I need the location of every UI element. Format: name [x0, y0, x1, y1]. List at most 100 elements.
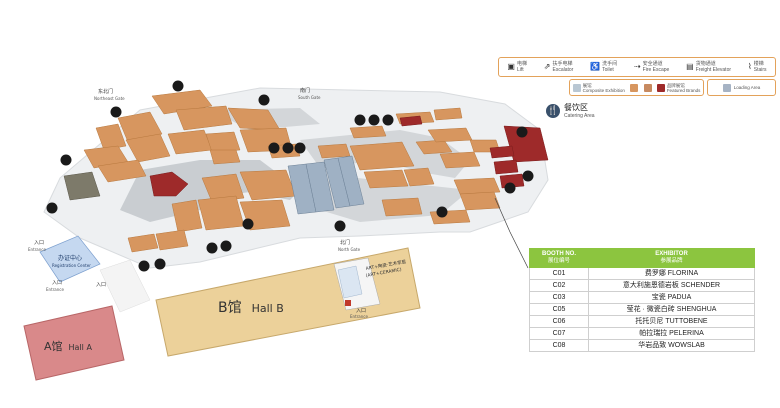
stairs-icon: ⌇	[747, 62, 752, 71]
swatch	[722, 83, 731, 92]
booth[interactable]	[95, 123, 127, 151]
booth[interactable]	[155, 229, 189, 251]
booth-cell: C07	[529, 327, 589, 340]
booth-featured[interactable]	[493, 159, 519, 175]
exhibitor-cell: 意大利施恩德岩板 SCHENDER	[588, 279, 755, 292]
legend-booth-b	[643, 83, 652, 92]
booth[interactable]	[205, 131, 241, 153]
booth[interactable]	[175, 105, 233, 131]
stairs-icon	[258, 94, 270, 106]
facility-icons	[46, 80, 534, 272]
header-booth: BOOTH NO.展位编号	[529, 248, 589, 268]
toilet-icon	[294, 142, 306, 154]
booth-composite[interactable]	[337, 155, 365, 207]
booth-featured[interactable]	[149, 171, 189, 197]
escalator-icon: ⇗	[543, 62, 551, 71]
freight-elevator-icon	[242, 218, 254, 230]
hall-a-block[interactable]	[23, 305, 125, 381]
booth[interactable]	[427, 127, 473, 143]
legend-label: 楼梯	[753, 61, 764, 67]
booth[interactable]	[349, 125, 387, 139]
registration-center-area[interactable]	[39, 235, 101, 283]
header-exhibitor-en: EXHIBITOR	[655, 251, 688, 257]
legend-label: 品牌展馆	[666, 82, 685, 88]
booth[interactable]	[349, 141, 415, 171]
booth[interactable]	[459, 191, 501, 211]
toilet-icon: ♿	[590, 62, 601, 71]
booth[interactable]	[439, 151, 481, 169]
stairs-icon	[436, 206, 448, 218]
entrance-label: 入口	[34, 240, 44, 246]
exhibitor-cell: 华岩品致 WOWSLAB	[588, 339, 755, 352]
booth-cell: C01	[529, 267, 589, 280]
swatch	[572, 83, 581, 92]
entrance-label-en: Entrance	[46, 287, 64, 292]
booth-featured[interactable]	[399, 115, 423, 127]
corridor	[99, 259, 151, 313]
booth[interactable]	[433, 107, 463, 121]
entrance-label: 入口	[96, 282, 106, 288]
entrance-label: 入口	[356, 308, 366, 314]
toilet-icon	[516, 126, 528, 138]
entrance-label-en: Entrance	[28, 247, 46, 252]
toilet-icon	[46, 202, 58, 214]
booth[interactable]	[117, 111, 163, 143]
booth-featured[interactable]	[489, 145, 515, 159]
booth[interactable]	[171, 199, 203, 233]
booth[interactable]	[167, 129, 213, 155]
booth[interactable]	[97, 159, 147, 183]
booth[interactable]	[125, 133, 171, 163]
booth-composite[interactable]	[305, 161, 335, 213]
booth[interactable]	[317, 143, 351, 159]
stairs-icon	[138, 260, 150, 272]
swatch	[630, 83, 639, 92]
booth[interactable]	[127, 233, 159, 253]
header-exhibitor-cn: 参展品牌	[660, 258, 683, 264]
booth-special[interactable]	[63, 171, 101, 201]
booth-cell: C03	[529, 291, 589, 304]
escalator-icon	[110, 106, 122, 118]
booth[interactable]	[429, 209, 471, 225]
fire-escape-icon	[368, 114, 380, 126]
hall-a-en: Hall A	[69, 343, 93, 352]
header-booth-en: BOOTH NO.	[542, 251, 576, 257]
booth-group-composite	[287, 155, 365, 215]
booth[interactable]	[381, 197, 423, 217]
booth[interactable]	[403, 167, 435, 187]
exhibitor-cell: 托托贝尼 TUTTOBENE	[588, 315, 755, 328]
escalator-icon	[172, 80, 184, 92]
stairs-icon	[60, 154, 72, 166]
legend-label-en: Toilet	[602, 67, 614, 73]
hall-b-en: Hall B	[252, 302, 284, 315]
booth[interactable]	[453, 177, 501, 195]
exhibitor-cell: 莹花 · 微瓷白砖 SHENGHUA	[588, 303, 755, 316]
booth[interactable]	[363, 169, 409, 189]
catering-cn: 餐饮区	[564, 103, 588, 112]
registration-center-en: Registration Center	[52, 263, 91, 268]
booth[interactable]	[415, 139, 453, 155]
legend-label: 展馆	[582, 82, 592, 88]
legend-label-en: Loading Area	[733, 85, 761, 90]
booth[interactable]	[209, 149, 241, 165]
booth[interactable]	[201, 173, 245, 203]
booth[interactable]	[151, 89, 213, 115]
booth[interactable]	[197, 195, 245, 231]
